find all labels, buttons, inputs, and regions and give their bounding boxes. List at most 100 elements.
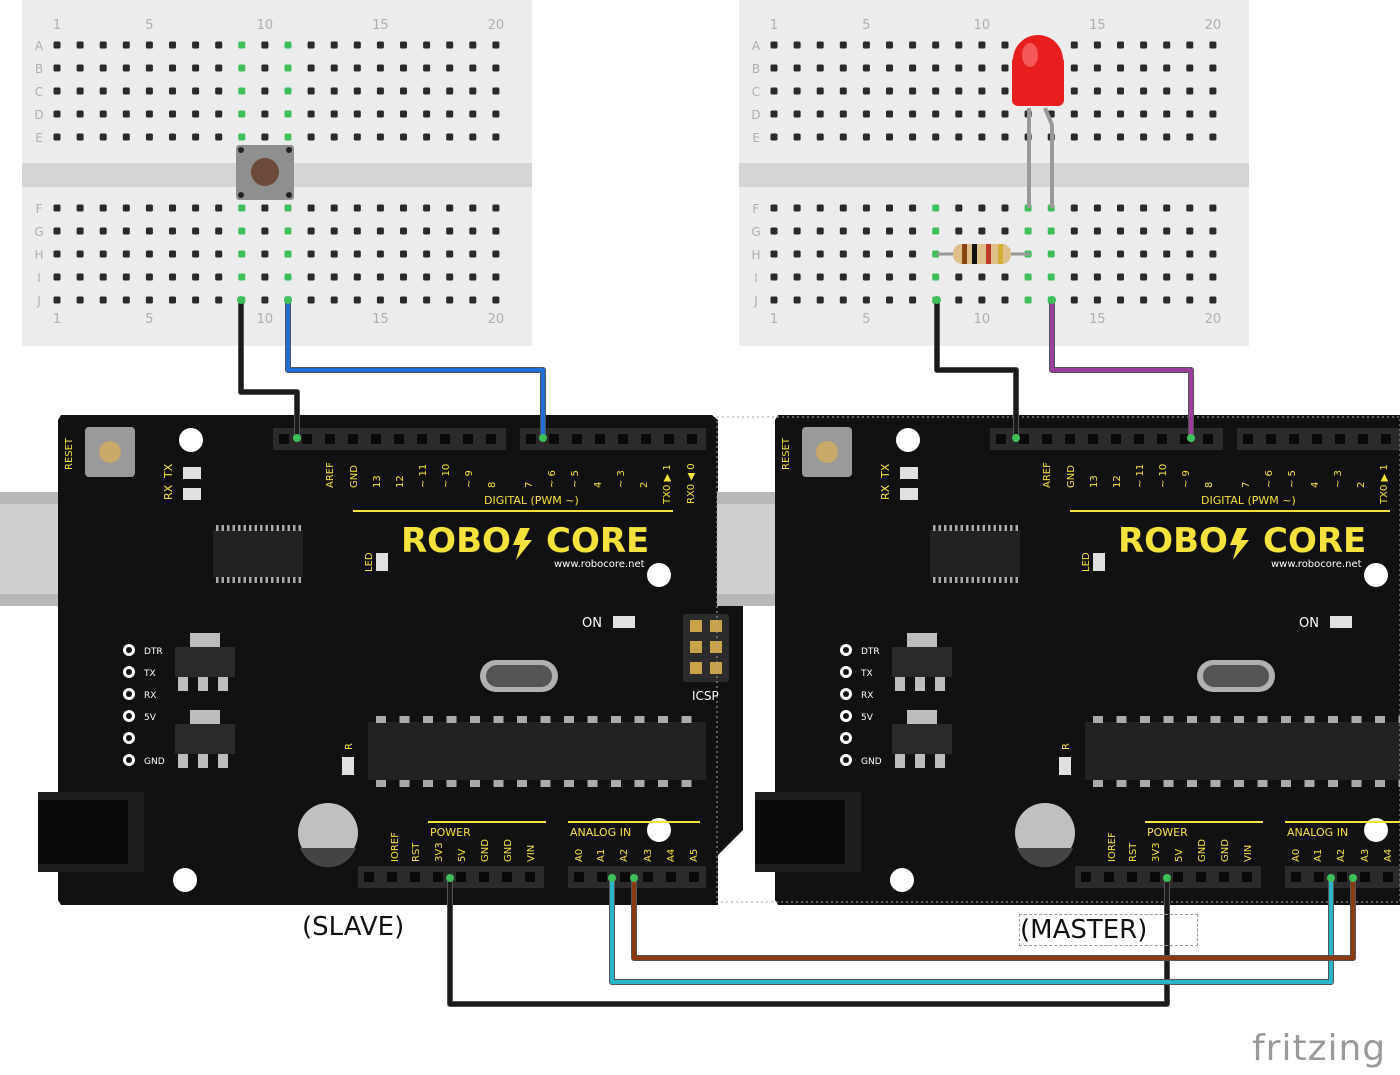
breadboard-hole bbox=[1001, 110, 1009, 118]
breadboard-hole bbox=[469, 133, 477, 141]
column-number: 20 bbox=[488, 18, 505, 33]
rx-label: RX bbox=[162, 484, 175, 500]
header-pin bbox=[1203, 434, 1213, 444]
breadboard-hole bbox=[353, 64, 361, 72]
chip-pin bbox=[249, 525, 252, 531]
side-pin-hole bbox=[843, 691, 849, 697]
side-pin-label: RX bbox=[144, 691, 156, 701]
breadboard-hole bbox=[400, 133, 407, 141]
breadboard-hole bbox=[1093, 296, 1101, 304]
mcu-pin bbox=[1257, 780, 1268, 787]
breadboard-hole bbox=[793, 296, 801, 304]
header-pin bbox=[666, 872, 676, 882]
breadboard-hole bbox=[353, 41, 361, 49]
row-letter: I bbox=[754, 271, 758, 285]
breadboard-hole bbox=[886, 273, 893, 281]
breadboard-hole bbox=[1093, 227, 1101, 235]
breadboard-hole bbox=[169, 204, 176, 212]
column-number: 10 bbox=[974, 312, 991, 327]
breadboard-hole bbox=[145, 250, 153, 258]
breadboard-hole bbox=[423, 227, 431, 235]
breadboard-hole bbox=[978, 204, 986, 212]
tx-led bbox=[183, 467, 201, 479]
breadboard-hole bbox=[1093, 204, 1101, 212]
breadboard-hole bbox=[793, 204, 801, 212]
breadboard-hole bbox=[307, 41, 315, 49]
header-pin bbox=[1081, 872, 1091, 882]
breadboard-hole bbox=[816, 87, 824, 95]
breadboard-hole bbox=[469, 227, 477, 235]
digital-pin-label: RX0 ◀ 0 bbox=[686, 463, 697, 504]
breadboard-hole bbox=[909, 64, 917, 72]
breadboard-hole bbox=[307, 227, 315, 235]
breadboard-hole bbox=[909, 204, 917, 212]
breadboard-hole bbox=[492, 133, 500, 141]
column-number: 15 bbox=[1089, 18, 1106, 33]
digital-pin-label: TX0 ▶ 1 bbox=[1379, 464, 1390, 505]
row-letter: E bbox=[752, 131, 760, 145]
breadboard-hole bbox=[1186, 296, 1194, 304]
breadboard-hole bbox=[53, 296, 61, 304]
breadboard-hole bbox=[909, 273, 917, 281]
header-pin bbox=[1134, 434, 1144, 444]
wire-end bbox=[933, 296, 941, 304]
breadboard-hole bbox=[932, 273, 940, 281]
breadboard-hole bbox=[376, 227, 384, 235]
chip-pin bbox=[999, 577, 1002, 583]
breadboard-hole bbox=[284, 64, 292, 72]
row-letter: A bbox=[35, 39, 44, 53]
chip-pin bbox=[227, 577, 230, 583]
breadboard-hole bbox=[215, 133, 223, 141]
resistor-band bbox=[972, 244, 977, 264]
header-pin bbox=[1111, 434, 1121, 444]
row-letter: A bbox=[752, 39, 761, 53]
regulator-tab bbox=[907, 633, 937, 647]
analog-pin-label: A5 bbox=[689, 849, 700, 862]
breadboard-hole bbox=[145, 133, 153, 141]
breadboard-hole bbox=[1117, 296, 1124, 304]
breadboard-hole bbox=[886, 133, 893, 141]
mcu-pin bbox=[1234, 780, 1244, 787]
header-pin bbox=[526, 434, 536, 444]
mcu-pin bbox=[587, 716, 598, 723]
breadboard-hole bbox=[1186, 133, 1194, 141]
chip-pin bbox=[1010, 525, 1013, 531]
analog-label: ANALOG IN bbox=[1287, 826, 1348, 839]
breadboard-hole bbox=[261, 273, 269, 281]
breadboard-hole bbox=[261, 250, 269, 258]
breadboard-hole bbox=[192, 41, 200, 49]
breadboard-hole bbox=[469, 296, 477, 304]
chip-pin bbox=[282, 525, 285, 531]
breadboard-hole bbox=[423, 87, 431, 95]
digital-label: DIGITAL (PWM ~) bbox=[484, 494, 579, 507]
mcu-pin bbox=[399, 716, 410, 723]
chip-pin bbox=[260, 525, 263, 531]
mcu-pin bbox=[1398, 716, 1400, 723]
chip-pin bbox=[243, 525, 246, 531]
breadboard-hole bbox=[1047, 250, 1055, 258]
breadboard-hole bbox=[793, 273, 801, 281]
r-led bbox=[1059, 757, 1071, 775]
breadboard-hole bbox=[1209, 41, 1217, 49]
breadboard-hole bbox=[238, 41, 246, 49]
breadboard-hole bbox=[192, 87, 200, 95]
breadboard-hole bbox=[122, 273, 130, 281]
breadboard-hole bbox=[1140, 87, 1148, 95]
digital-pin-label: AREF bbox=[325, 462, 336, 488]
breadboard-hole bbox=[862, 87, 870, 95]
breadboard-hole bbox=[469, 204, 477, 212]
side-pin-hole bbox=[126, 669, 132, 675]
mounting-hole bbox=[173, 868, 197, 892]
breadboard-hole bbox=[76, 133, 84, 141]
voltage-regulator bbox=[175, 724, 235, 754]
breadboard-hole bbox=[330, 133, 338, 141]
breadboard-hole bbox=[1070, 64, 1078, 72]
header-pin bbox=[1266, 434, 1276, 444]
breadboard-hole bbox=[793, 110, 801, 118]
power-pin-label: VIN bbox=[1243, 845, 1254, 862]
breadboard-hole bbox=[376, 41, 384, 49]
wire-end bbox=[284, 296, 292, 304]
mounting-hole bbox=[179, 428, 203, 452]
